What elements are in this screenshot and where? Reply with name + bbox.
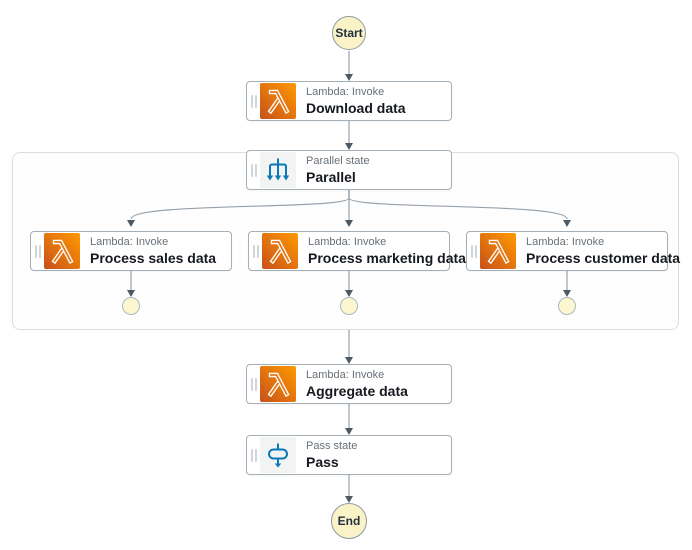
start-node: Start [332, 16, 366, 50]
state-node-process-customer-data[interactable]: Lambda: Invoke Process customer data [466, 231, 681, 271]
state-type-label: Parallel state [306, 154, 370, 167]
branch-end-node [122, 297, 140, 315]
state-type-label: Lambda: Invoke [306, 368, 385, 381]
state-node-download-data[interactable]: Lambda: Invoke Download data [246, 81, 452, 121]
state-type-label: Lambda: Invoke [90, 235, 169, 248]
branch-end-node [558, 297, 576, 315]
drag-handle-icon[interactable] [247, 82, 260, 120]
end-node: End [331, 503, 367, 539]
lambda-icon [260, 366, 296, 402]
parallel-icon [260, 152, 296, 188]
end-label: End [337, 514, 361, 528]
drag-handle-icon[interactable] [249, 232, 262, 270]
state-type-label: Lambda: Invoke [308, 235, 387, 248]
start-label: Start [335, 26, 363, 40]
state-title: Process marketing data [308, 249, 466, 266]
drag-handle-icon[interactable] [247, 151, 260, 189]
edge-pass-to-end [345, 475, 353, 503]
state-title: Parallel [306, 168, 356, 185]
state-title: Process sales data [90, 249, 217, 266]
lambda-icon [260, 83, 296, 119]
state-node-process-sales-data[interactable]: Lambda: Invoke Process sales data [30, 231, 232, 271]
lambda-icon [262, 233, 298, 269]
drag-handle-icon[interactable] [31, 232, 44, 270]
edge-aggregate-to-pass [345, 404, 353, 435]
edge-start-to-download [345, 51, 353, 81]
state-title: Aggregate data [306, 382, 408, 399]
branch-end-node [340, 297, 358, 315]
state-title: Download data [306, 99, 406, 116]
drag-handle-icon[interactable] [247, 365, 260, 403]
state-title: Pass [306, 453, 339, 470]
state-node-parallel[interactable]: Parallel state Parallel [246, 150, 452, 190]
edge-download-to-parallel [345, 121, 353, 150]
edge-parallel-to-aggregate [345, 330, 353, 364]
state-title: Process customer data [526, 249, 681, 266]
pass-icon [260, 437, 296, 473]
state-node-pass[interactable]: Pass state Pass [246, 435, 452, 475]
drag-handle-icon[interactable] [467, 232, 480, 270]
state-type-label: Pass state [306, 439, 358, 452]
state-node-aggregate-data[interactable]: Lambda: Invoke Aggregate data [246, 364, 452, 404]
state-node-process-marketing-data[interactable]: Lambda: Invoke Process marketing data [248, 231, 466, 271]
drag-handle-icon[interactable] [247, 436, 260, 474]
lambda-icon [44, 233, 80, 269]
lambda-icon [480, 233, 516, 269]
state-type-label: Lambda: Invoke [526, 235, 605, 248]
state-type-label: Lambda: Invoke [306, 85, 385, 98]
